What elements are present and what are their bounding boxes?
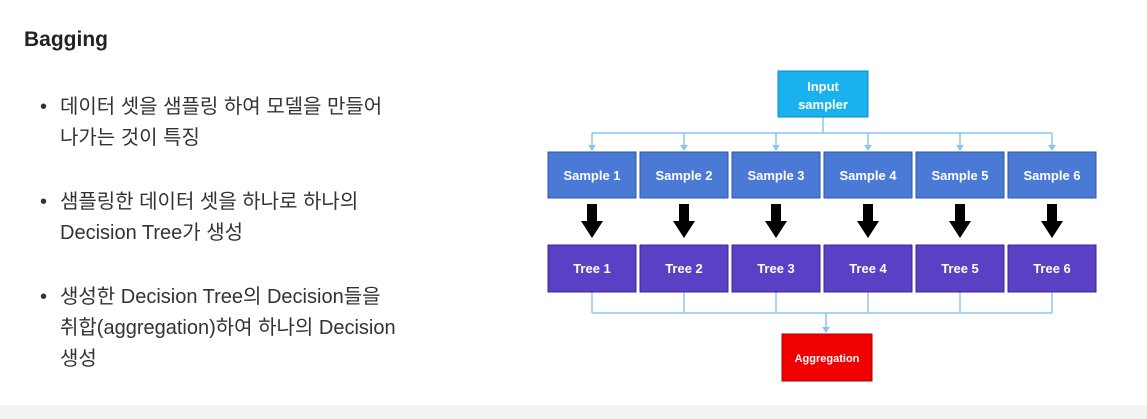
bullet-line: 생성 <box>60 348 97 370</box>
sample-box <box>547 151 637 199</box>
down-arrow-icon <box>673 204 695 238</box>
bullet-line: 나가는 것이 특징 <box>60 127 200 149</box>
connector-arrowhead <box>822 327 830 333</box>
tree-box <box>547 244 637 293</box>
sample-label: Sample 6 <box>1023 168 1080 183</box>
tree-label: Tree 3 <box>757 261 795 276</box>
tree-box <box>731 244 821 293</box>
down-arrow-icon <box>1041 204 1063 238</box>
tree-label: Tree 2 <box>665 261 703 276</box>
sample-label: Sample 3 <box>747 168 804 183</box>
sample-box <box>731 151 821 199</box>
sample-label: Sample 2 <box>655 168 712 183</box>
tree-box <box>1007 244 1097 293</box>
connector-arrowhead <box>956 145 964 151</box>
sample-box <box>639 151 729 199</box>
bullet-line: 데이터 셋을 샘플링 하여 모델을 만들어 <box>60 96 383 118</box>
down-arrow-icon <box>581 204 603 238</box>
input-sampler-label: Input <box>807 79 839 94</box>
down-arrow-icon <box>949 204 971 238</box>
connector-arrowhead <box>1048 145 1056 151</box>
bullet-dot: • <box>40 286 48 308</box>
sample-label: Sample 5 <box>931 168 988 183</box>
connector-arrowhead <box>680 145 688 151</box>
connector-arrowhead <box>772 145 780 151</box>
bullet-dot: • <box>40 191 48 213</box>
aggregation-label: Aggregation <box>795 353 860 365</box>
input-sampler-box <box>777 70 869 118</box>
bullet-line: 샘플링한 데이터 셋을 하나로 하나의 <box>60 191 359 213</box>
tree-box <box>915 244 1005 293</box>
down-arrow-icon <box>765 204 787 238</box>
tree-label: Tree 6 <box>1033 261 1071 276</box>
sample-box <box>1007 151 1097 199</box>
bullet-line: 생성한 Decision Tree의 Decision들을 <box>60 286 381 308</box>
sample-box <box>915 151 1005 199</box>
sample-label: Sample 1 <box>563 168 620 183</box>
down-arrow-icon <box>857 204 879 238</box>
input-sampler-label: sampler <box>798 97 848 112</box>
bullet-dot: • <box>40 96 48 118</box>
bullet-line: 취합(aggregation)하여 하나의 Decision <box>60 317 396 339</box>
tree-label: Tree 4 <box>849 261 887 276</box>
connector-arrowhead <box>864 145 872 151</box>
aggregation-box <box>781 333 873 382</box>
tree-box <box>823 244 913 293</box>
sample-label: Sample 4 <box>839 168 897 183</box>
tree-label: Tree 1 <box>573 261 611 276</box>
tree-label: Tree 5 <box>941 261 979 276</box>
connector-arrowhead <box>588 145 596 151</box>
slide-title: Bagging <box>24 28 108 51</box>
sample-box <box>823 151 913 199</box>
bottom-strip <box>0 405 1147 419</box>
tree-box <box>639 244 729 293</box>
bullet-line: Decision Tree가 생성 <box>60 222 244 244</box>
